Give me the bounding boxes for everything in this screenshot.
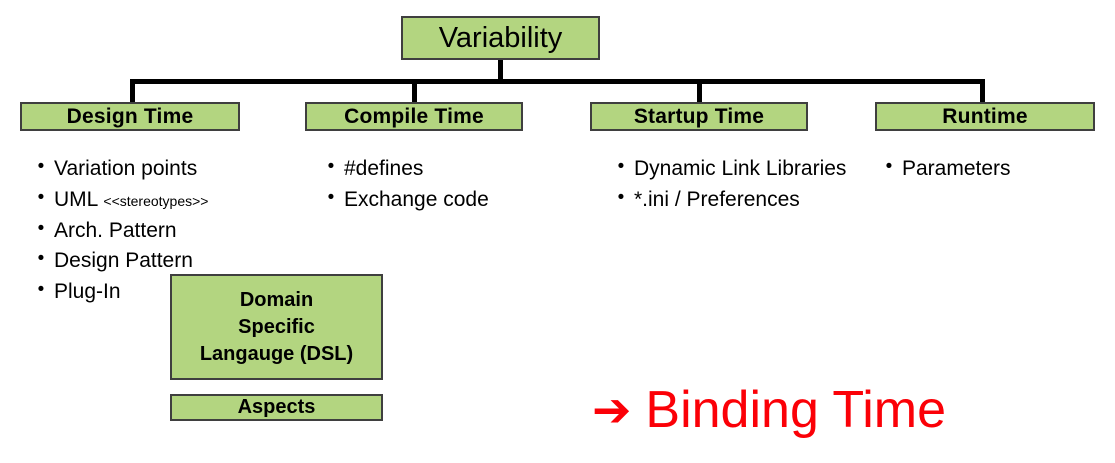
connector-root-stem — [498, 60, 503, 83]
list-item: • #defines — [318, 154, 568, 184]
list-item-label: Design Pattern — [54, 249, 193, 273]
node-dsl-line-1: Domain — [239, 288, 314, 311]
bullet-icon: • — [617, 156, 625, 177]
list-item: • Arch. Pattern — [28, 216, 298, 246]
bullet-icon: • — [37, 217, 45, 239]
list-runtime: • Parameters — [876, 154, 1096, 185]
callout-binding-time-label: Binding Time — [645, 381, 946, 439]
list-item-label-composite: UML <<stereotypes>> — [54, 185, 298, 215]
list-item-label: Arch. Pattern — [54, 218, 177, 242]
node-compile-time-label: Compile Time — [344, 104, 484, 128]
list-item: • Parameters — [876, 154, 1096, 184]
node-domain-specific-language[interactable]: Domain Specific Langauge (DSL) — [170, 274, 383, 380]
bullet-icon: • — [327, 186, 335, 208]
list-item-label: Plug-In — [54, 280, 121, 304]
callout-binding-time: ➔ Binding Time — [592, 383, 946, 438]
list-item: • UML <<stereotypes>> — [28, 185, 298, 215]
bullet-icon: • — [885, 156, 893, 177]
list-item-label: Exchange code — [344, 187, 489, 211]
bullet-icon: • — [37, 186, 45, 208]
node-variability[interactable]: Variability — [401, 16, 600, 60]
list-item: • *.ini / Preferences — [608, 185, 853, 215]
list-item-label: #defines — [344, 157, 424, 180]
bullet-icon: • — [37, 156, 45, 177]
node-design-time[interactable]: Design Time — [20, 102, 240, 131]
node-startup-time-label: Startup Time — [633, 104, 765, 128]
list-item-stereotype: <<stereotypes>> — [103, 192, 209, 209]
node-aspects-label: Aspects — [237, 396, 316, 418]
list-item: • Dynamic Link Libraries — [608, 154, 853, 184]
list-item-label: Variation points — [54, 157, 198, 180]
list-item-label: Parameters — [902, 157, 1011, 180]
list-item: • Variation points — [28, 154, 298, 184]
list-startup-time: • Dynamic Link Libraries • *.ini / Prefe… — [608, 154, 853, 216]
list-item-label: *.ini / Preferences — [634, 187, 800, 211]
list-item-label: UML — [54, 187, 104, 211]
node-design-time-label: Design Time — [66, 104, 194, 128]
connector-drop-design-time — [130, 79, 135, 103]
node-startup-time[interactable]: Startup Time — [590, 102, 808, 131]
node-aspects[interactable]: Aspects — [170, 394, 383, 421]
list-item: • Exchange code — [318, 185, 568, 215]
bullet-icon: • — [617, 186, 625, 208]
node-dsl-line-2: Specific — [238, 315, 315, 338]
node-compile-time[interactable]: Compile Time — [305, 102, 523, 131]
list-item-label: Dynamic Link Libraries — [634, 157, 847, 180]
list-item: • Plug-In — [28, 277, 298, 307]
connector-drop-compile-time — [412, 79, 417, 103]
bullet-icon: • — [327, 156, 335, 177]
list-compile-time: • #defines • Exchange code — [318, 154, 568, 216]
bullet-icon: • — [37, 248, 45, 270]
list-design-time: • Variation points • UML <<stereotypes>>… — [28, 154, 298, 308]
list-item: • Design Pattern — [28, 246, 298, 276]
node-runtime-label: Runtime — [942, 104, 1028, 128]
node-runtime[interactable]: Runtime — [875, 102, 1095, 131]
node-variability-label: Variability — [438, 21, 563, 54]
connector-drop-startup-time — [697, 79, 702, 103]
bullet-icon: • — [37, 279, 45, 301]
arrow-right-icon: ➔ — [592, 382, 632, 438]
node-dsl-line-3: Langauge (DSL) — [199, 342, 354, 365]
connector-horizontal-bus — [130, 79, 985, 84]
connector-drop-runtime — [980, 79, 985, 103]
